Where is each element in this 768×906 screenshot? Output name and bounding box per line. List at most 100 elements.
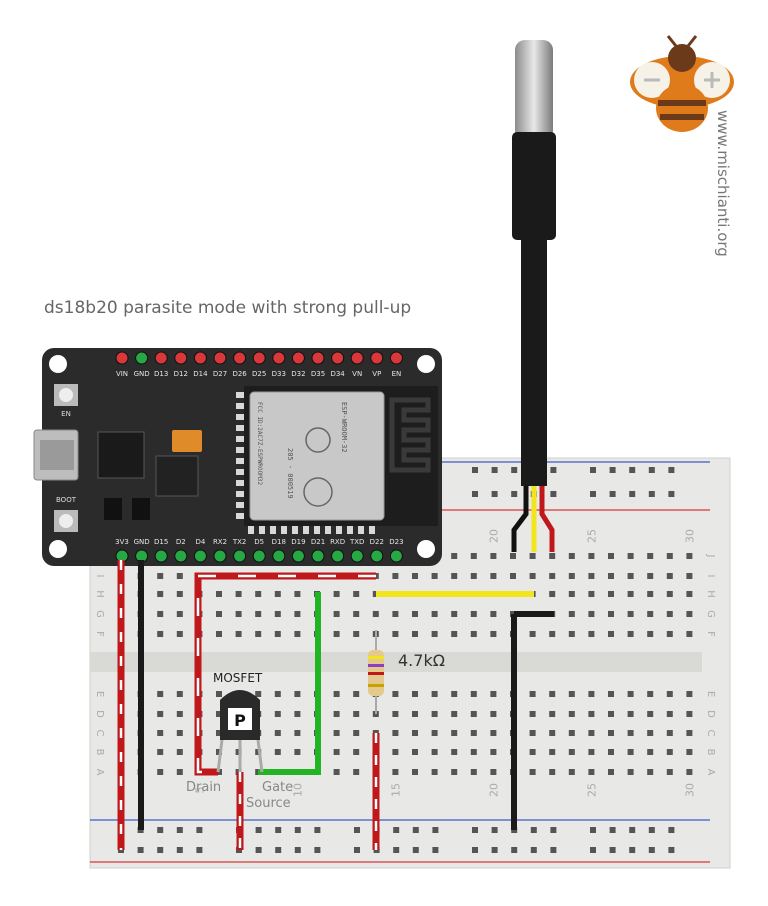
module-pad: [325, 526, 331, 534]
module-pad: [236, 491, 244, 497]
rail-hole: [550, 827, 557, 833]
probe-lead-red: [539, 486, 555, 552]
row-letter: B: [94, 749, 105, 756]
breadboard-hole: [255, 611, 262, 617]
bee-stripe-1: [658, 100, 706, 106]
resistor-band-2: [368, 664, 384, 667]
breadboard-hole: [333, 730, 340, 736]
breadboard-hole: [157, 711, 164, 717]
rail-hole: [590, 467, 596, 473]
breadboard-hole: [216, 591, 222, 597]
breadboard-hole: [412, 611, 418, 617]
rail-hole: [609, 827, 616, 833]
rail-hole: [590, 827, 596, 833]
breadboard-hole: [588, 631, 595, 637]
top-pin-label: VP: [372, 370, 381, 378]
smd-part-1: [104, 498, 122, 520]
breadboard-hole: [392, 573, 399, 579]
rail-hole: [472, 847, 478, 853]
bottom-pin: [174, 549, 188, 563]
resistor: [368, 630, 384, 714]
rail-hole: [550, 847, 557, 853]
en-button[interactable]: [59, 388, 73, 402]
row-letter: H: [94, 590, 105, 598]
breadboard-hole: [647, 573, 654, 579]
module-pad: [236, 447, 244, 453]
breadboard-hole: [157, 611, 164, 617]
breadboard-hole: [608, 591, 614, 597]
breadboard-hole: [490, 749, 497, 755]
breadboard-hole: [255, 591, 262, 597]
mosfet-badge-bg: [228, 708, 252, 730]
top-pin-label: VN: [352, 370, 362, 378]
row-letter: H: [705, 590, 716, 598]
breadboard-hole: [666, 749, 673, 755]
rail-hole: [668, 827, 675, 833]
breadboard-hole: [627, 730, 634, 736]
breadboard-hole: [157, 591, 164, 597]
breadboard-hole: [588, 553, 595, 559]
breadboard-hole: [470, 611, 477, 617]
breadboard-hole: [549, 573, 556, 579]
breadboard-hole: [353, 691, 360, 697]
breadboard-hole: [627, 553, 634, 559]
breadboard-hole: [608, 611, 614, 617]
breadboard-hole: [353, 591, 360, 597]
breadboard-hole: [431, 691, 438, 697]
breadboard-hole: [568, 611, 575, 617]
breadboard-hole: [549, 711, 556, 717]
bottom-pin-label: D23: [389, 538, 403, 546]
breadboard-hole: [588, 749, 595, 755]
breadboard-hole: [392, 749, 399, 755]
top-pin: [115, 351, 129, 365]
bottom-pin: [350, 549, 364, 563]
column-number: 30: [683, 529, 696, 543]
breadboard-hole: [157, 573, 164, 579]
breadboard-hole: [549, 769, 556, 775]
rail-hole: [412, 847, 419, 853]
breadboard-hole: [353, 611, 360, 617]
column-number: 25: [585, 783, 598, 797]
bottom-pin: [252, 549, 266, 563]
rail-hole: [629, 491, 636, 497]
bee-body: [656, 84, 708, 132]
bottom-pin-label: D22: [370, 538, 384, 546]
breadboard-hole: [176, 573, 183, 579]
breadboard-hole: [333, 691, 340, 697]
boot-button-label: BOOT: [56, 496, 77, 504]
rail-hole: [393, 827, 400, 833]
rail-hole: [550, 491, 557, 497]
row-letter: A: [94, 769, 105, 776]
probe-cable: [521, 240, 547, 486]
mount-hole-bottom-left: [49, 540, 67, 558]
breadboard-hole: [412, 769, 418, 775]
breadboard-hole: [568, 749, 575, 755]
rail-hole: [668, 847, 675, 853]
breadboard-hole: [608, 749, 614, 755]
boot-button[interactable]: [59, 514, 73, 528]
breadboard-hole: [294, 611, 301, 617]
top-pin-label: D32: [291, 370, 305, 378]
top-pin: [252, 351, 266, 365]
breadboard-hole: [529, 769, 536, 775]
module-pad: [236, 502, 244, 508]
breadboard-hole: [666, 573, 673, 579]
breadboard-hole: [686, 573, 693, 579]
breadboard-hole: [216, 730, 222, 736]
bottom-pin: [154, 549, 168, 563]
rail-hole: [157, 847, 164, 853]
row-letter: B: [705, 749, 716, 756]
breadboard-hole: [412, 631, 418, 637]
breadboard-hole: [451, 749, 458, 755]
module-pad: [236, 403, 244, 409]
bottom-pin-label: 3V3: [115, 538, 129, 546]
breadboard-hole: [274, 730, 281, 736]
rail-hole: [472, 491, 478, 497]
breadboard-hole: [549, 691, 556, 697]
breadboard-hole: [392, 730, 399, 736]
breadboard-hole: [627, 611, 634, 617]
breadboard-hole: [412, 691, 418, 697]
breadboard-hole: [529, 573, 536, 579]
resistor-band-4: [368, 684, 384, 687]
